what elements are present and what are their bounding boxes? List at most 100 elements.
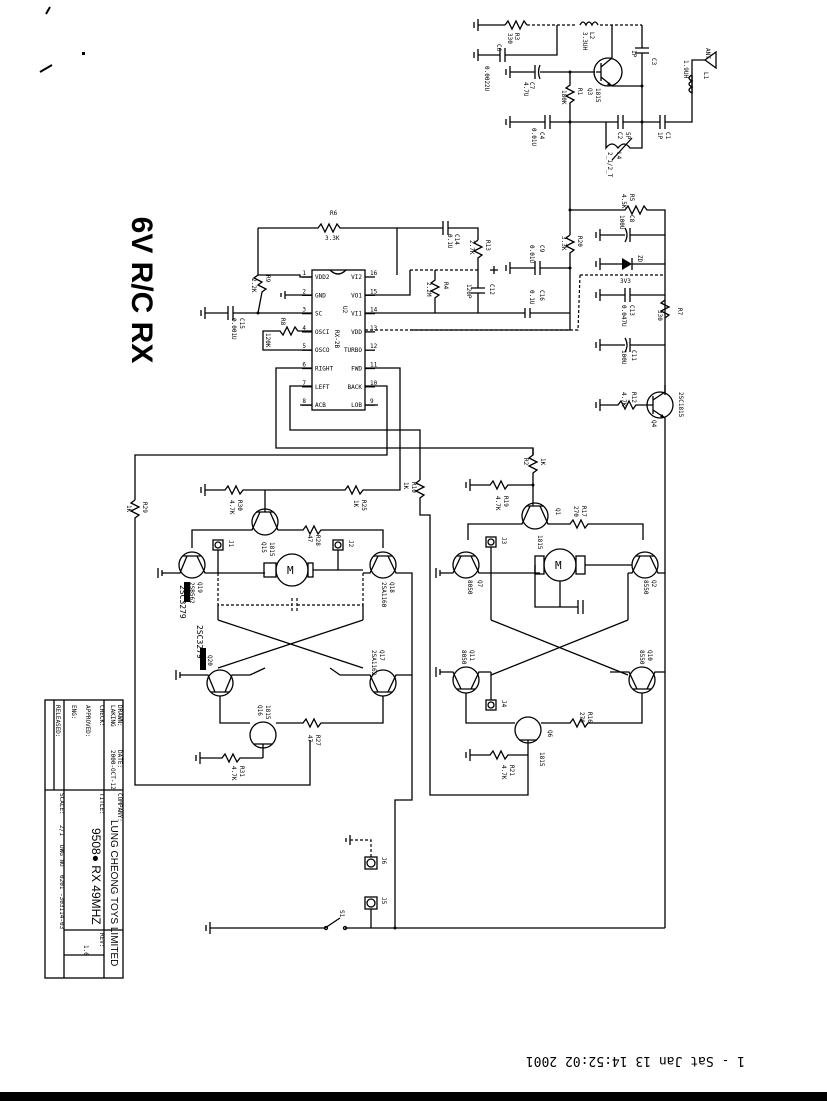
c12-value: 120P [465,284,472,299]
ic-u2-body [311,269,366,411]
l2-inductor [579,21,599,27]
ic-pin-name-16: VI2 [351,274,362,281]
r6-ref: R6 [330,210,338,217]
date-value: 2000-OCT-12 [109,750,116,790]
ic-ref: U2 [341,306,348,314]
handwritten-note-2: 2SC3279 [195,625,204,659]
antenna-ref: ANT [704,48,711,59]
handwritten-note-1: 2SC3279 [178,585,187,619]
r30-value: 4.7K [228,500,235,515]
c8-ref: C8 [628,215,635,223]
r31-ref: R31 [238,766,245,777]
q7-transistor: Q7 8050 [435,551,540,595]
ic-part: RX-2B [333,330,340,348]
j3-label: J3 [500,537,507,545]
r12-ref: R12 [630,392,637,403]
c1-ref: C1 [664,132,671,140]
q2-ref: Q2 [650,580,657,588]
c6-value: 0.0022U [483,66,490,92]
q19-transistor: Q19 2SB562 2SC3279 [157,551,265,619]
r7-value: 330 [656,310,663,321]
q17-transistor: Q17 2SA1162 [329,650,412,697]
c3-value: 1P [630,50,637,58]
q19-ref: Q19 [196,582,203,593]
r7-ref: R7 [676,308,683,316]
q2-value: 8550 [642,580,649,595]
j4-label: J4 [500,700,507,708]
j1-label: J1 [227,540,234,548]
rev-label: REV: [98,933,105,947]
r2-value: 1K [539,458,546,466]
r28-ref: R28 [314,535,321,546]
r27-value: 47 [306,735,313,743]
q6-transistor: Q6 1815 R16 270 [465,693,643,767]
dwg-value: 0201 -303114-03 [58,875,65,930]
r28-value: 47 [306,535,313,543]
q20-transistor: Q20 2SC3279 [175,625,266,697]
j2-label: J2 [347,540,354,548]
ic-pin-num-9: 9 [370,398,374,405]
ic-pin-name-4: OSCI [315,329,330,336]
ic-pin-name-10: BACK [348,384,363,391]
check-label: CHECK: [98,705,105,727]
company-label: COMPANY: [116,793,123,822]
c7-value: 4.7U [522,82,529,97]
c9-value: 0.01U [528,245,535,263]
c9-ref: C9 [538,245,545,253]
q16-ref: Q16 [256,705,263,716]
ic-pin-name-12: TURBO [344,347,362,354]
l1-ref: L1 [702,72,709,80]
l1-value: 1.9UH [682,60,689,78]
r17-ref: R17 [580,506,587,517]
q11-transistor: Q11 8050 [435,650,491,694]
c14-value: 0.1U [446,234,453,249]
ic-pin-name-3: SC [315,311,323,318]
left-motor: M [263,553,314,587]
ic-pin-name-5: OSCO [315,347,330,354]
c14-ref: C14 [453,234,460,245]
q10-value: 8550 [638,650,645,665]
r8-ref: R8 [279,318,286,326]
r8-value: 120K [264,333,271,348]
q6-value: 1815 [538,752,545,767]
ic-pin-num-14: 14 [370,307,378,314]
r20-value: 3.3K [560,236,567,251]
c1-value: 1P [656,132,663,140]
zd-ref: ZD [636,255,643,263]
q1-ref: Q1 [554,508,561,516]
q17-ref: Q17 [378,650,385,661]
l2-value: 3.3UH [581,32,588,50]
drawn-label: DRAWN: [116,705,123,727]
q17-value: 2SA1162 [370,650,377,676]
ic-pin-num-8: 8 [302,398,306,405]
ic-pin-name-7: LEFT [315,384,330,391]
ic-pin-name-8: ACB [315,402,326,409]
company-value: LUNG CHEONG TOYS LIMITED [108,820,119,966]
s1-label: S1 [338,910,345,918]
r17-value: 270 [572,506,579,517]
c4-ref: C4 [538,132,545,140]
ic-pin-num-2: 2 [302,288,306,295]
right-motor: M [534,548,586,614]
title-value: 9508● RX 49MHZ [89,828,103,925]
c2-ref: C2 [616,132,623,140]
ic-pin-name-13: VDD [351,329,362,336]
r2-ref: R2 [522,458,529,466]
r10-ref: R10 [410,482,417,493]
q18-value: 2SA1160 [380,582,387,608]
r5-ref: R5 [628,194,635,202]
c7-ref: C7 [528,82,535,90]
title-label: TITLE: [98,793,105,815]
ic-pin-num-6: 6 [302,362,306,369]
r19-ref: R19 [502,496,509,507]
r3-value: 330 [506,33,513,44]
schematic-title: 6V R/C RX [125,217,158,364]
q11-ref: Q11 [468,650,475,661]
r20-ref: R20 [576,236,583,247]
right-motor-label: M [555,559,562,572]
r9-value: 2.2K [250,278,257,293]
approved-label: APPROVED: [84,705,91,738]
drawn-value: LAKING [109,705,116,727]
q1-transistor: Q1 1815 R17 270 [467,500,644,550]
